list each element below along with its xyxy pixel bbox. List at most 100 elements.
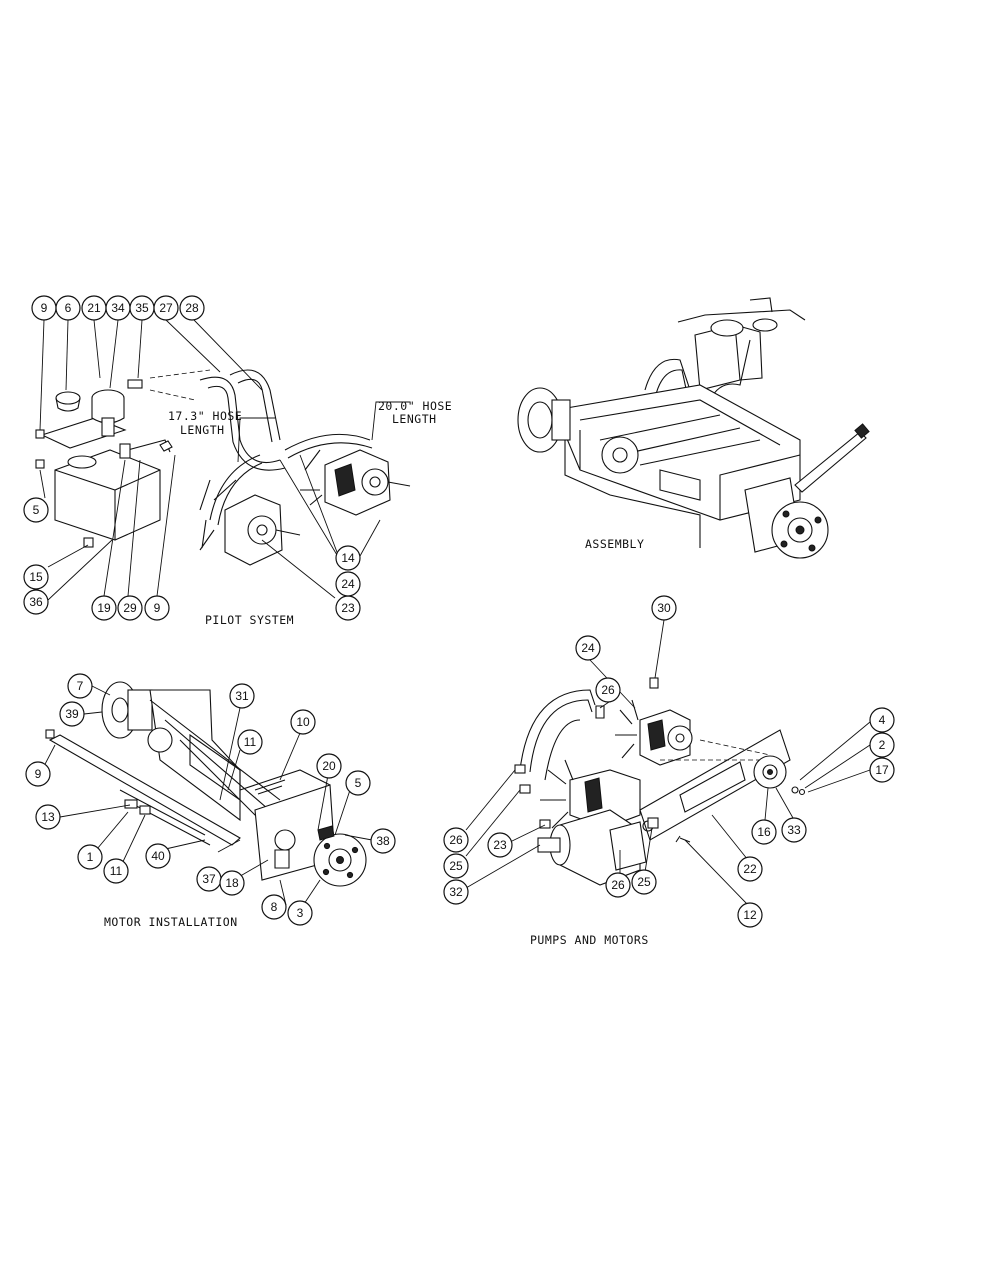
- callout-9[interactable]: 9: [31, 295, 57, 321]
- svg-text:8: 8: [271, 900, 278, 914]
- callout-21[interactable]: 21: [81, 295, 107, 321]
- svg-text:6: 6: [65, 301, 72, 315]
- svg-text:4: 4: [879, 713, 886, 727]
- fitting-25a: [519, 784, 531, 794]
- svg-text:26: 26: [611, 878, 625, 892]
- callout-35[interactable]: 35: [129, 295, 155, 321]
- svg-text:37: 37: [202, 872, 216, 886]
- svg-text:11: 11: [110, 864, 123, 878]
- callout-5[interactable]: 5: [23, 497, 49, 523]
- assembly-handle: [794, 431, 867, 493]
- callout-25a[interactable]: 25: [443, 853, 469, 879]
- callout-19[interactable]: 19: [91, 595, 117, 621]
- caption-motor-installation: MOTOR INSTALLATION: [104, 915, 238, 929]
- callout-25b[interactable]: 25: [631, 869, 657, 895]
- callout-27[interactable]: 27: [153, 295, 179, 321]
- svg-text:25: 25: [637, 875, 651, 889]
- svg-text:23: 23: [341, 601, 355, 615]
- assembly-right-wheel: [744, 477, 829, 559]
- caption-assembly: ASSEMBLY: [585, 537, 644, 551]
- svg-text:35: 35: [135, 301, 149, 315]
- fitting-23: [539, 819, 551, 829]
- hydraulic-pump-left: [199, 479, 301, 566]
- filter-housing: [55, 379, 143, 459]
- hose-note-17-3: 17.3" HOSE: [168, 409, 242, 423]
- assembly-left-wheel: [517, 387, 571, 453]
- assembly-hose-a: [644, 358, 691, 391]
- hydraulic-pump-right: [300, 449, 411, 516]
- hose-note-20-0-length: LENGTH: [392, 412, 437, 426]
- callout-30[interactable]: 30: [651, 595, 677, 621]
- callout-29[interactable]: 29: [117, 595, 143, 621]
- callout-8[interactable]: 8: [261, 894, 287, 920]
- callout-34[interactable]: 34: [105, 295, 131, 321]
- callout-24[interactable]: 24: [335, 571, 361, 597]
- callout-40[interactable]: 40: [145, 843, 171, 869]
- callout-4[interactable]: 4: [869, 707, 895, 733]
- caption-pilot-system: PILOT SYSTEM: [205, 613, 294, 627]
- svg-text:24: 24: [341, 577, 355, 591]
- pm-hose-b: [529, 699, 593, 773]
- callout-20[interactable]: 20: [316, 753, 342, 779]
- hose-note-17-3-length: LENGTH: [180, 423, 225, 437]
- front-wheel-hub: [313, 825, 367, 887]
- callout-36[interactable]: 36: [23, 589, 49, 615]
- callout-18[interactable]: 18: [219, 870, 245, 896]
- svg-text:24: 24: [581, 641, 595, 655]
- svg-text:2: 2: [879, 738, 886, 752]
- callout-10[interactable]: 10: [290, 709, 316, 735]
- bolt-12: [675, 835, 691, 843]
- callout-11[interactable]: 11: [237, 729, 263, 755]
- pilot-hoses: [149, 369, 373, 526]
- callout-26b[interactable]: 26: [443, 827, 469, 853]
- callout-26c[interactable]: 26: [605, 872, 631, 898]
- svg-text:27: 27: [159, 301, 173, 315]
- svg-text:23: 23: [493, 838, 507, 852]
- callout-39[interactable]: 39: [59, 701, 85, 727]
- fitting-26b: [595, 705, 605, 719]
- callout-3[interactable]: 3: [287, 900, 313, 926]
- callout-31[interactable]: 31: [229, 683, 255, 709]
- callout-24b[interactable]: 24: [575, 635, 601, 661]
- callout-5b[interactable]: 5: [345, 770, 371, 796]
- callout-9b[interactable]: 9: [144, 595, 170, 621]
- svg-text:32: 32: [449, 885, 463, 899]
- callout-1[interactable]: 1: [77, 844, 103, 870]
- callout-16[interactable]: 16: [751, 819, 777, 845]
- callout-37[interactable]: 37: [196, 866, 222, 892]
- callout-9c[interactable]: 9: [25, 761, 51, 787]
- callout-28[interactable]: 28: [179, 295, 205, 321]
- callout-23b[interactable]: 23: [487, 832, 513, 858]
- callout-15[interactable]: 15: [23, 564, 49, 590]
- view-pilot-system: 17.3" HOSE LENGTH 20.0" HOSE LENGTH 9 6 …: [23, 295, 452, 627]
- callout-23[interactable]: 23: [335, 595, 361, 621]
- view-pumps-and-motors: 30 24 26 4 2 17 26 25 23 32 26 25 16 33 …: [443, 595, 895, 947]
- svg-text:29: 29: [123, 601, 137, 615]
- svg-text:14: 14: [341, 551, 355, 565]
- svg-text:16: 16: [757, 825, 771, 839]
- callout-14[interactable]: 14: [335, 545, 361, 571]
- callout-26a[interactable]: 26: [595, 677, 621, 703]
- view-assembly: ASSEMBLY: [517, 297, 870, 559]
- motor-mount-plate: [147, 689, 281, 831]
- callout-11b[interactable]: 11: [103, 858, 129, 884]
- callout-7[interactable]: 7: [67, 673, 93, 699]
- pm-lower-pump: [540, 759, 641, 829]
- svg-text:5: 5: [33, 503, 40, 517]
- reservoir-tank: [40, 417, 171, 541]
- fitting-25b: [647, 817, 659, 829]
- callout-17[interactable]: 17: [869, 757, 895, 783]
- callout-6[interactable]: 6: [55, 295, 81, 321]
- callout-12[interactable]: 12: [737, 902, 763, 928]
- callout-38[interactable]: 38: [370, 828, 396, 854]
- callout-22[interactable]: 22: [737, 856, 763, 882]
- callout-32[interactable]: 32: [443, 879, 469, 905]
- callout-2[interactable]: 2: [869, 732, 895, 758]
- svg-text:9: 9: [41, 301, 48, 315]
- svg-text:11: 11: [244, 735, 257, 749]
- callout-33[interactable]: 33: [781, 817, 807, 843]
- fitting-26a: [514, 764, 526, 774]
- callout-13[interactable]: 13: [35, 804, 61, 830]
- svg-text:21: 21: [87, 301, 101, 315]
